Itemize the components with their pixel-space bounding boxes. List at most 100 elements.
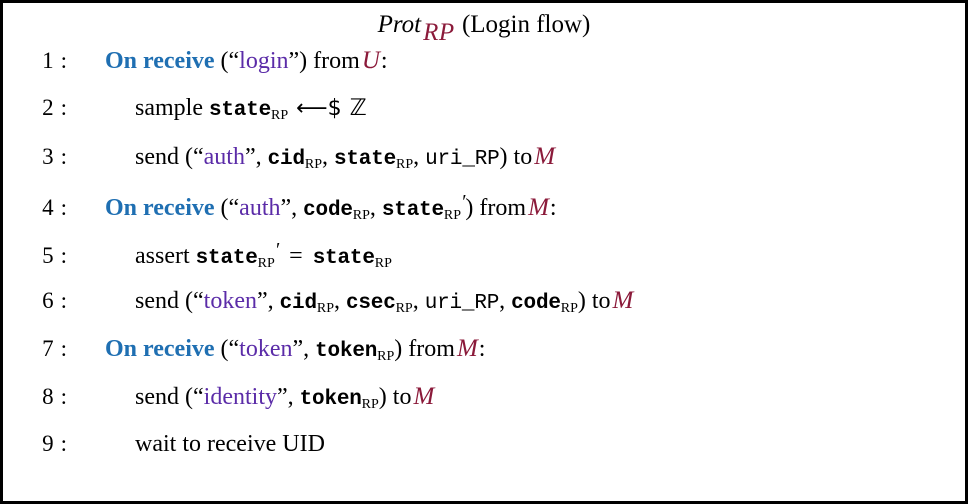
open-paren: ( (185, 384, 193, 410)
keyword-from: from (313, 48, 360, 74)
line-body-9: wait to receive UID (73, 431, 965, 458)
close-quote: ” (280, 195, 292, 221)
message-token: token (239, 336, 293, 362)
var-subscript: RP (316, 301, 334, 317)
close-paren: ) (577, 288, 586, 314)
message-login: login (239, 48, 289, 74)
keyword-send: send (135, 288, 179, 314)
var-cid-rp: cid (267, 148, 305, 171)
line-body-1: On receive (“login”) fromU: (73, 47, 965, 75)
comma: , (412, 288, 419, 314)
comma: , (333, 288, 340, 314)
keyword-from: from (479, 195, 527, 221)
code-line-7: 7: On receive (“token”, tokenRP) fromM: (3, 335, 965, 383)
var-token-rp: token (315, 340, 378, 363)
keyword-to: to (591, 288, 611, 314)
keyword-send: send (135, 384, 179, 410)
var-code-rp: code (303, 199, 353, 222)
line-body-2: sample stateRP ⟵$ ℤ (73, 95, 965, 124)
message-token: token (203, 288, 257, 314)
equals-sign: = (289, 243, 303, 269)
message-identity: identity (203, 384, 277, 410)
close-paren: ) (378, 384, 387, 410)
party-mitm: M (413, 383, 435, 410)
var-subscript: RP (257, 256, 275, 272)
line-body-3: send (“auth”, cidRP, stateRP, uri_RP) to… (73, 143, 965, 173)
var-subscript: RP (374, 256, 392, 272)
open-quote: “ (193, 288, 204, 314)
var-subscript: RP (396, 157, 414, 173)
comma: , (267, 288, 274, 314)
party-user: U (361, 47, 380, 74)
line-number-3: 3: (42, 144, 67, 169)
prime-mark: ′ (461, 191, 466, 213)
trailing-colon: : (478, 336, 486, 362)
var-state-rp: state (381, 199, 444, 222)
close-paren: ) (499, 144, 508, 170)
var-token-rp: token (299, 388, 362, 411)
open-quote: “ (193, 384, 204, 410)
code-line-9: 9: wait to receive UID (3, 431, 965, 479)
line-number-7: 7: (42, 336, 67, 361)
code-line-5: 5: assert stateRP′ = stateRP (3, 239, 965, 287)
open-paren: ( (220, 195, 229, 221)
protocol-title: ProtRP (Login flow) (3, 3, 965, 47)
var-state-rp: state (208, 99, 271, 122)
var-state-rp: state (195, 247, 258, 270)
keyword-to: to (392, 384, 412, 410)
open-quote: “ (193, 144, 204, 170)
open-paren: ( (220, 48, 229, 74)
comma: , (499, 288, 506, 314)
line-body-5: assert stateRP′ = stateRP (73, 239, 965, 272)
open-paren: ( (185, 288, 193, 314)
close-paren: ) (394, 336, 403, 362)
var-subscript: RP (304, 157, 322, 173)
open-paren: ( (185, 144, 193, 170)
close-paren: ) (465, 195, 474, 221)
trailing-colon: : (549, 195, 557, 221)
var-code-rp: code (511, 292, 561, 315)
line-number-4: 4: (42, 195, 67, 220)
keyword-on-receive: On receive (105, 195, 215, 221)
close-quote: ” (288, 48, 300, 74)
close-quote: ” (276, 384, 288, 410)
open-quote: “ (228, 195, 240, 221)
protocol-title-name: Prot (377, 11, 422, 38)
close-quote: ” (256, 288, 268, 314)
keyword-assert: assert (135, 243, 190, 269)
code-line-4: 4: On receive (“auth”, codeRP, stateRP′)… (3, 191, 965, 239)
protocol-title-suffix: (Login flow) (461, 11, 591, 38)
code-line-1: 1: On receive (“login”) fromU: (3, 47, 965, 95)
line-body-8: send (“identity”, tokenRP) toM (73, 383, 965, 413)
open-quote: “ (228, 48, 240, 74)
sample-arrow-icon: ⟵$ (296, 96, 342, 121)
comma: , (321, 144, 328, 170)
open-paren: ( (220, 336, 229, 362)
var-uri-rp: uri_RP (425, 148, 500, 171)
keyword-to: to (513, 144, 533, 170)
var-csec-rp: csec (345, 292, 396, 315)
message-auth: auth (239, 195, 281, 221)
close-quote: ” (292, 336, 304, 362)
var-cid-rp: cid (279, 292, 317, 315)
keyword-send: send (135, 144, 179, 170)
close-paren: ) (299, 48, 308, 74)
close-quote: ” (244, 144, 256, 170)
comma: , (255, 144, 262, 170)
var-subscript: RP (560, 301, 578, 317)
line-number-5: 5: (42, 243, 67, 268)
comma: , (413, 144, 420, 170)
var-state-rp: state (333, 148, 396, 171)
code-line-6: 6: send (“token”, cidRP, csecRP, uri_RP,… (3, 287, 965, 335)
line-body-4: On receive (“auth”, codeRP, stateRP′) fr… (73, 191, 965, 224)
trailing-colon: : (380, 48, 388, 74)
line-number-9: 9: (42, 431, 67, 456)
var-subscript: RP (395, 301, 413, 317)
party-mitm: M (534, 143, 556, 170)
party-mitm: M (528, 194, 549, 221)
open-quote: “ (228, 336, 240, 362)
party-mitm: M (612, 287, 634, 314)
keyword-from: from (408, 336, 455, 362)
var-subscript: RP (377, 349, 395, 365)
var-subscript: RP (271, 108, 289, 124)
